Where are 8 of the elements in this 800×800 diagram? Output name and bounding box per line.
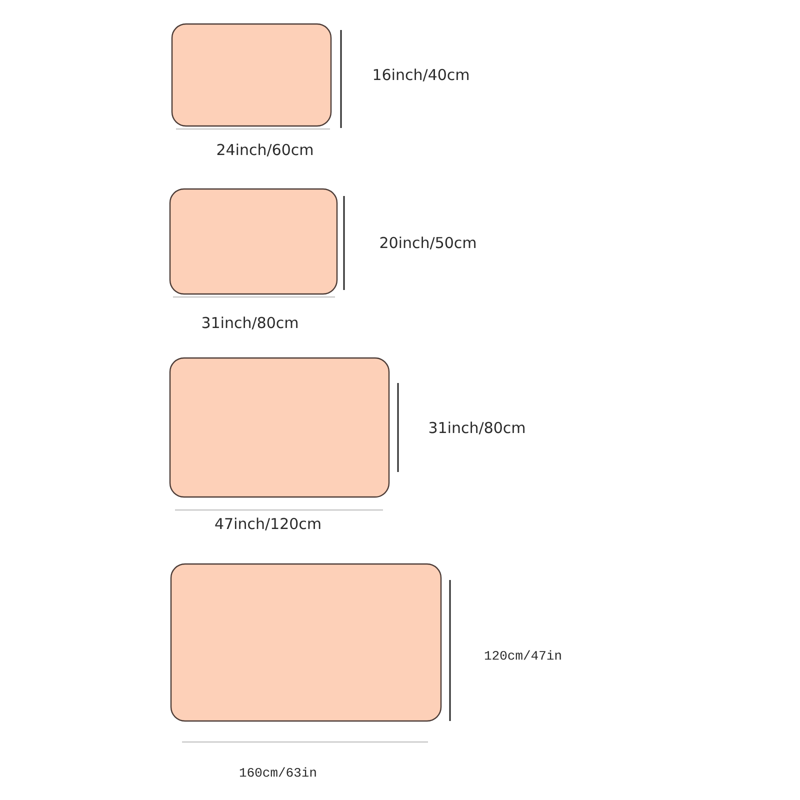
dimension-label: 31inch/80cm [202, 316, 298, 330]
mat-shape [170, 563, 442, 722]
dimension-label: 47inch/120cm [215, 518, 320, 530]
mat-shape [171, 23, 332, 127]
mat-shape [169, 357, 390, 498]
dimension-label: 160cm/63in [240, 767, 316, 777]
dimension-label: 24inch/60cm [217, 144, 312, 156]
mat-shape [169, 188, 338, 295]
